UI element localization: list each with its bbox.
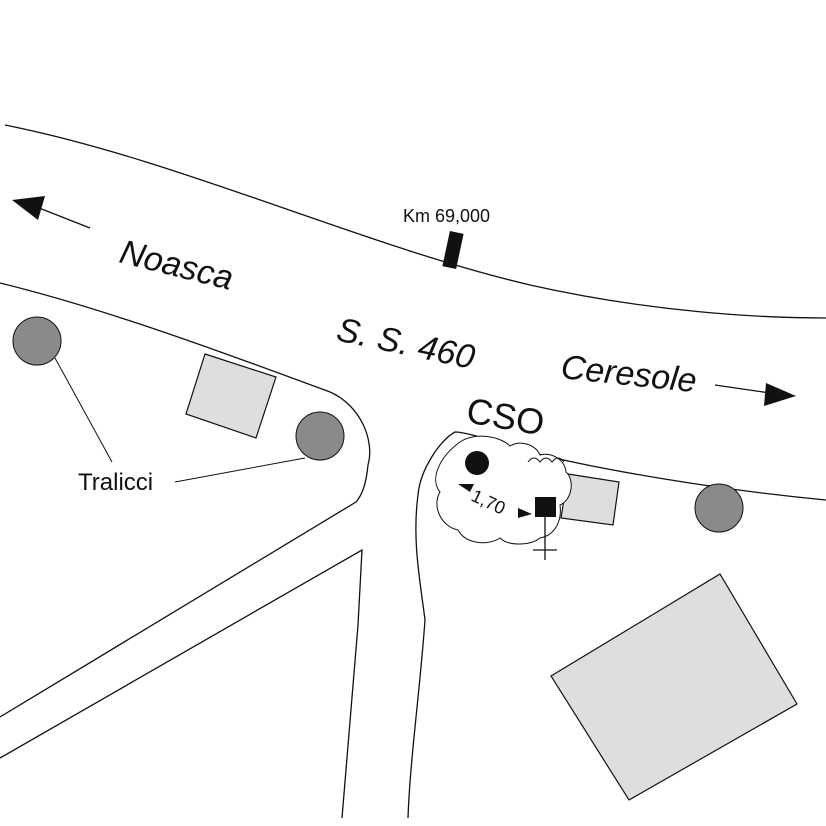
road-edge-north [4,124,826,319]
arrow-left-icon [12,196,91,229]
pylon-circle-icon [295,411,345,461]
building-west [185,353,277,439]
station-marker-icon [465,451,489,475]
dimension-arrow-end [518,508,532,518]
direction-right-label: Ceresole [559,348,698,400]
road-name-label: S. S. 460 [333,311,478,377]
road-edge-south-west [0,282,371,718]
direction-left-label: Noasca [116,233,237,298]
building-east-large [550,573,798,801]
arrow-right-icon [714,383,796,406]
antenna-icon [533,517,557,560]
km-marker-post [442,230,464,270]
pylon-label: Tralicci [78,469,153,496]
road-edge-south-east [407,431,826,819]
shrub-outline [435,435,572,545]
pylon-circle-icon [12,316,62,366]
km-marker-label: Km 69,000 [403,206,490,226]
side-road-west-edge [0,548,363,819]
pylon-leader-line [54,357,113,463]
pylon-leader-line [174,457,306,483]
dimension-arrow-start [458,484,474,492]
shrub-inner-curl [527,457,565,463]
antenna-base [535,497,556,517]
site-label: CSO [464,390,548,444]
pylon-circle-icon [694,483,744,533]
